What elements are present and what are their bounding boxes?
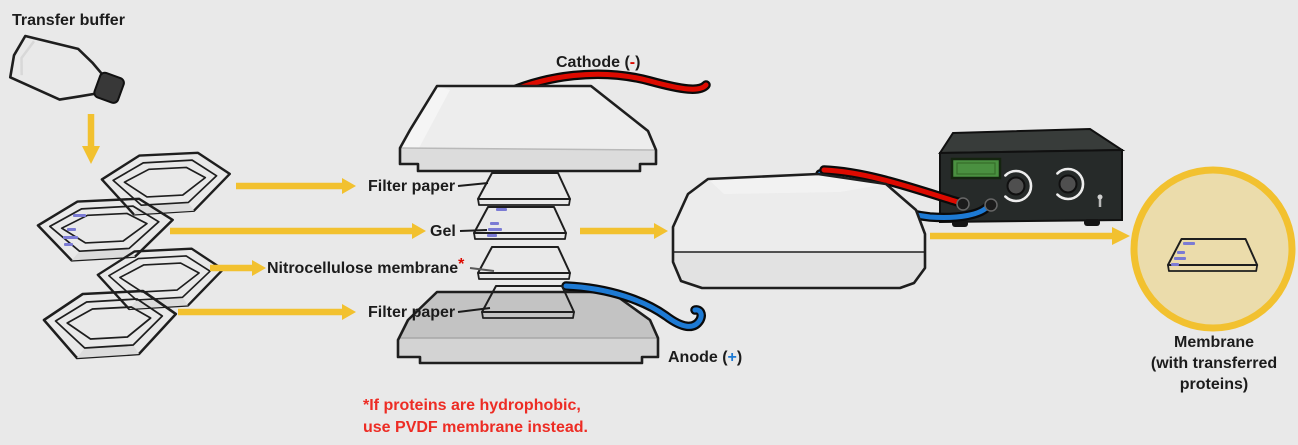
footnote-line-1: *If proteins are hydrophobic, (363, 397, 581, 414)
nitrocellulose-sheet (477, 246, 571, 280)
anode-sign: + (728, 349, 737, 366)
nitrocellulose-label: Nitrocellulose membrane* (267, 256, 465, 277)
gel-bands (487, 208, 507, 237)
gel-label: Gel (430, 223, 456, 240)
power-display (950, 157, 1002, 180)
anode-label-suffix: ) (737, 349, 742, 366)
arrow-tray-to-filter-top (236, 178, 356, 194)
filter-paper-top-sheet (477, 172, 571, 206)
gel-connector (459, 229, 488, 232)
nitrocellulose-connector (469, 267, 495, 272)
membrane-caption-line-2: (with transferred (1151, 355, 1277, 372)
transfer-buffer-label: Transfer buffer (12, 12, 125, 29)
cathode-label-suffix: ) (635, 54, 640, 71)
membrane-sheet (1166, 238, 1259, 272)
filter-paper-top-label: Filter paper (368, 178, 455, 195)
tray-4 (42, 289, 178, 360)
power-knob-1 (1006, 176, 1026, 196)
arrow-tray-to-membrane (210, 260, 266, 276)
nitrocellulose-asterisk: * (458, 256, 465, 273)
tray-1 (100, 151, 231, 216)
filter-paper-bottom-connector (457, 307, 491, 313)
power-port-red (956, 197, 970, 211)
filter-paper-top-connector (457, 182, 489, 187)
membrane-caption: Membrane (with transferred proteins) (1151, 334, 1277, 393)
transfer-cassette-icon (671, 172, 927, 290)
membrane-bands (1171, 242, 1195, 266)
membrane-result-icon: Membrane (with transferred proteins) (1130, 166, 1296, 393)
membrane-caption-line-3: proteins) (1180, 376, 1248, 393)
power-knob-2 (1058, 174, 1078, 194)
nitrocellulose-label-text: Nitrocellulose membrane (267, 260, 458, 277)
anode-label-prefix: Anode ( (668, 349, 728, 366)
arrow-sandwich-to-cassette (580, 223, 668, 239)
arrow-tray-to-gel (170, 223, 426, 239)
anode-wire (561, 281, 706, 332)
footnote-line-2: use PVDF membrane instead. (363, 419, 588, 436)
pour-arrow-icon (82, 114, 100, 164)
cathode-lid (398, 84, 658, 173)
arrow-cassette-to-membrane (930, 227, 1130, 245)
footnote: *If proteins are hydrophobic, use PVDF m… (363, 397, 588, 436)
result-circle (1130, 166, 1296, 332)
arrow-tray-to-filter-bottom (178, 304, 356, 320)
cathode-sign: - (630, 54, 635, 71)
power-port-blue (984, 198, 998, 212)
anode-label: Anode (+) (668, 349, 742, 366)
anode-base (396, 290, 660, 365)
buffer-bottle-icon (8, 34, 125, 104)
membrane-caption-line-1: Membrane (1174, 334, 1254, 351)
cathode-label-prefix: Cathode ( (556, 54, 630, 71)
gel-sheet (473, 206, 567, 240)
tray-gel-bands (63, 214, 86, 246)
tray-stack (36, 151, 231, 360)
cathode-wire (493, 69, 711, 102)
cathode-label: Cathode (-) (556, 54, 640, 71)
filter-paper-bottom-label: Filter paper (368, 304, 455, 321)
